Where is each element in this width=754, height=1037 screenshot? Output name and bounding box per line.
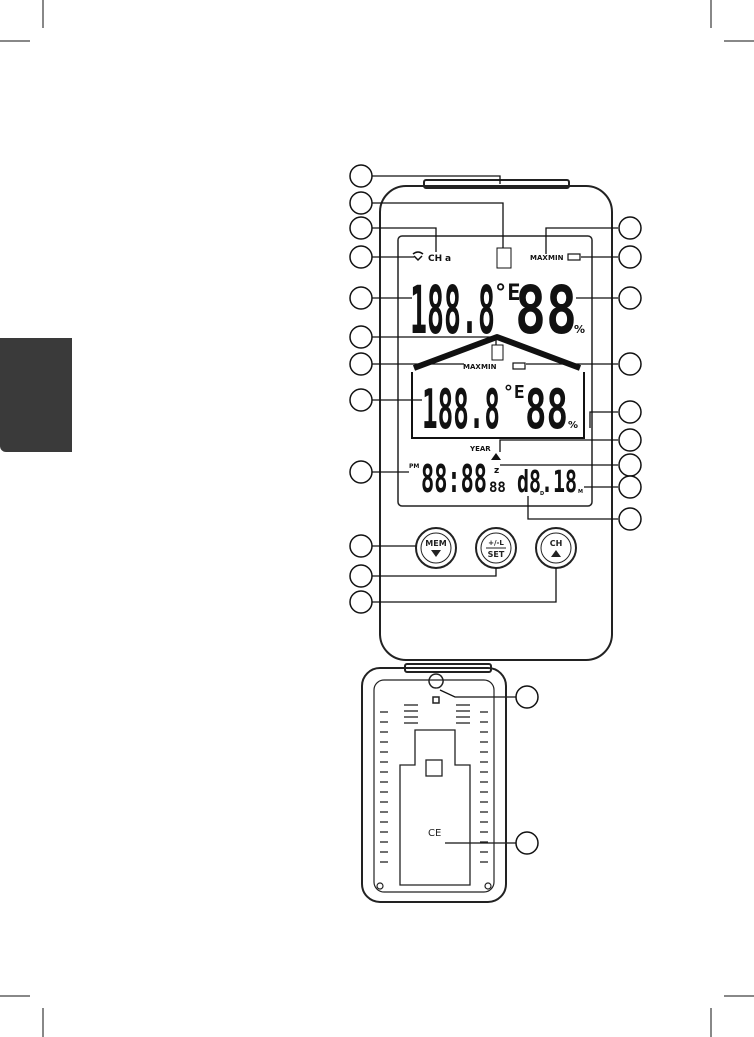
callout-marker [350,326,372,348]
stand-panel [400,730,470,885]
callout-marker [619,429,641,451]
outdoor-section: CH a MAX MIN 188.8 °E 88 % [410,248,585,349]
mem-button[interactable]: MEM [416,528,456,568]
outdoor-channel-label: CH [428,254,442,264]
callout-marker [350,287,372,309]
alarm-bell-icon [491,453,501,460]
callout-marker [516,686,538,708]
callout-marker [619,454,641,476]
year-label: YEAR [469,445,491,453]
ch-button-label: CH [550,539,563,548]
day-marker: D [540,491,544,497]
battery-icon [568,254,580,260]
month-marker: M [578,489,583,495]
callout-marker [350,165,372,187]
set-button-top-label: +/-L [488,539,504,547]
outdoor-humidity: 88 [515,272,577,349]
ce-mark: CE [428,828,441,839]
indoor-max-label: MAX [463,363,481,371]
indoor-temperature: 188.8 [422,378,500,441]
indoor-temp-unit: °E [503,382,525,403]
callout-marker [516,832,538,854]
callout-marker [350,192,372,214]
callout-marker [619,353,641,375]
mem-button-label: MEM [425,539,446,548]
callout-marker [350,591,372,613]
callout-marker [619,246,641,268]
callout-marker [350,353,372,375]
outdoor-max-label: MAX [530,254,548,262]
indoor-humidity-unit: % [568,420,578,431]
set-button[interactable]: +/-L SET [476,528,516,568]
callout-marker [619,401,641,423]
indoor-section: MAX MIN 188.8 °E 88 % [412,337,584,441]
clock-section: YEAR z PM 88:88 88 d8.18 D M [409,445,583,501]
trend-arrow-icon [497,248,511,268]
clock-date: d8.18 [517,465,577,500]
callout-markers [350,165,641,854]
signal-icon [413,252,423,260]
ch-button[interactable]: CH [536,528,576,568]
pm-label: PM [409,463,419,470]
set-button-label: SET [488,550,505,559]
callout-marker [619,287,641,309]
callout-marker [619,217,641,239]
indoor-humidity: 88 [525,378,568,441]
callout-marker [350,535,372,557]
back-unit [362,664,506,902]
callout-marker [619,476,641,498]
outdoor-humidity-unit: % [574,323,585,336]
callout-marker [350,246,372,268]
buttons: MEM +/-L SET CH [416,528,576,568]
callout-marker [350,389,372,411]
callout-marker [350,217,372,239]
callout-marker [619,508,641,530]
indoor-battery-icon [513,363,525,369]
callout-marker [350,461,372,483]
indoor-min-label: MIN [481,363,497,371]
outdoor-channel-value: a [445,254,451,264]
clock-seconds: 88 [489,480,506,496]
outdoor-min-label: MIN [548,254,564,262]
wall-hook-icon [429,674,443,703]
clock-time: 88:88 [421,457,487,501]
sleep-label: z [494,466,499,476]
callout-marker [350,565,372,587]
